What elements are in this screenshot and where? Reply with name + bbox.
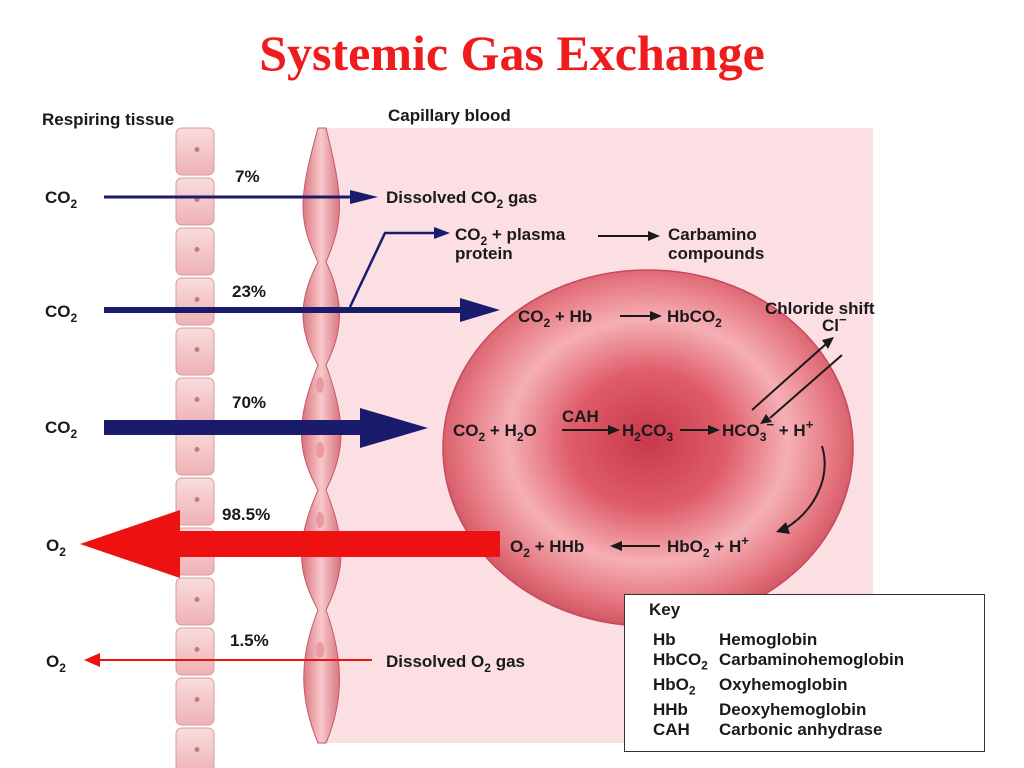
- compounds-label: compounds: [668, 244, 764, 263]
- red-blood-cell: [442, 269, 854, 627]
- cell-nucleus: [194, 747, 200, 752]
- respiring-tissue-header: Respiring tissue: [42, 110, 174, 129]
- co2-label: CO: [45, 188, 71, 207]
- tissue-cell: [175, 427, 215, 476]
- wall-nucleus: [316, 642, 324, 658]
- cell-nucleus: [194, 447, 200, 452]
- key-abbreviation: CAH: [653, 720, 690, 740]
- cah-label: CAH: [562, 407, 599, 426]
- co2-protein-pathway: CO2 23% CO2 + plasma protein Carbamino c…: [45, 225, 875, 335]
- svg-text:CO2: CO2: [45, 418, 78, 441]
- co2-label: CO: [45, 418, 71, 437]
- key-description: Oxyhemoglobin: [719, 675, 848, 695]
- key-row: HbO2 Oxyhemoglobin: [635, 675, 974, 700]
- page-title: Systemic Gas Exchange: [259, 25, 765, 81]
- o2-dissolved-pathway: O2 1.5% Dissolved O2 gas: [46, 631, 525, 675]
- hbo2-h-label: HbO2 + H+: [667, 533, 749, 560]
- svg-text:CO2: CO2: [45, 188, 78, 211]
- key-row: HHb Deoxyhemoglobin: [635, 700, 974, 720]
- tissue-cell: [175, 277, 215, 326]
- key-abbreviation: Hb: [653, 629, 676, 649]
- key-row: CAH Carbonic anhydrase: [635, 720, 974, 740]
- o2-hemoglobin-pathway: O2 98.5% O2 + HHb HbO2 + H+: [46, 505, 749, 578]
- cell-nucleus: [194, 397, 200, 402]
- co2-protein-percent: 23%: [232, 282, 266, 301]
- capillary-blood-header: Capillary blood: [388, 106, 511, 125]
- tissue-cell: [175, 127, 215, 176]
- svg-text:CO2: CO2: [45, 302, 78, 325]
- co2-dissolved-pathway: CO2 7% Dissolved CO2 gas: [45, 167, 537, 211]
- key-description: Hemoglobin: [719, 629, 818, 649]
- cell-nucleus: [194, 647, 200, 652]
- o2-hhb-label: O2 + HHb: [510, 537, 584, 560]
- cell-nucleus: [194, 597, 200, 602]
- tissue-cell: [175, 627, 215, 676]
- bicarbonate-label: HCO3− + H+: [722, 417, 814, 444]
- wall-nucleus: [316, 512, 324, 528]
- co2-plasma-protein-label: CO2 + plasma: [455, 225, 566, 248]
- tissue-cell: [175, 577, 215, 626]
- tissue-cell: [175, 227, 215, 276]
- tissue-cell: [175, 377, 215, 426]
- cell-nucleus: [194, 697, 200, 702]
- key-abbreviation: HbO2: [653, 675, 696, 698]
- key-row: Hb Hemoglobin: [635, 630, 974, 650]
- tissue-cell: [175, 177, 215, 226]
- tissue-cells: [175, 127, 215, 768]
- chloride-ion-label: Cl−: [822, 312, 847, 335]
- wall-nucleus: [316, 442, 324, 458]
- o2-label: O: [46, 652, 59, 671]
- cell-nucleus: [194, 497, 200, 502]
- capillary-wall: [301, 127, 342, 744]
- carbamino-label: Carbamino: [668, 225, 757, 244]
- co2-label: CO: [45, 302, 71, 321]
- co2-dissolved-percent: 7%: [235, 167, 260, 186]
- svg-text:O2: O2: [46, 536, 66, 559]
- cell-nucleus: [194, 297, 200, 302]
- cell-nucleus: [194, 247, 200, 252]
- co2-h2o-label: CO2 + H2O: [453, 421, 537, 444]
- key-title: Key: [649, 600, 681, 619]
- key-description: Carbonic anhydrase: [719, 720, 883, 740]
- o2-dissolved-percent: 1.5%: [230, 631, 269, 650]
- key-abbreviation: HHb: [653, 700, 688, 720]
- h2co3-label: H2CO3: [622, 421, 673, 444]
- tissue-cell: [175, 327, 215, 376]
- dissolved-o2-label: Dissolved O2 gas: [386, 652, 525, 675]
- tissue-cell: [175, 677, 215, 726]
- protein-label: protein: [455, 244, 513, 263]
- chloride-shift-label: Chloride shift: [765, 299, 875, 318]
- key-description: Deoxyhemoglobin: [719, 700, 867, 720]
- tissue-cell: [175, 477, 215, 526]
- key-abbreviation: HbCO2: [653, 649, 708, 673]
- key-description: Carbaminohemoglobin: [719, 649, 905, 669]
- o2-label: O: [46, 536, 59, 555]
- dissolved-co2-label: Dissolved CO2 gas: [386, 188, 537, 211]
- o2-hemoglobin-percent: 98.5%: [222, 505, 270, 524]
- cell-nucleus: [194, 347, 200, 352]
- co2-bicarbonate-percent: 70%: [232, 393, 266, 412]
- svg-text:O2: O2: [46, 652, 66, 675]
- wall-nucleus: [316, 377, 324, 393]
- hbco2-label: HbCO2: [667, 307, 722, 330]
- cell-nucleus: [194, 147, 200, 152]
- co2-bicarbonate-pathway: CO2 70% CO2 + H2O CAH H2CO3 HCO3− + H+: [45, 337, 843, 534]
- co2-hb-label: CO2 + Hb: [518, 307, 592, 330]
- key-row: HbCO2 Carbaminohemoglobin: [635, 650, 974, 675]
